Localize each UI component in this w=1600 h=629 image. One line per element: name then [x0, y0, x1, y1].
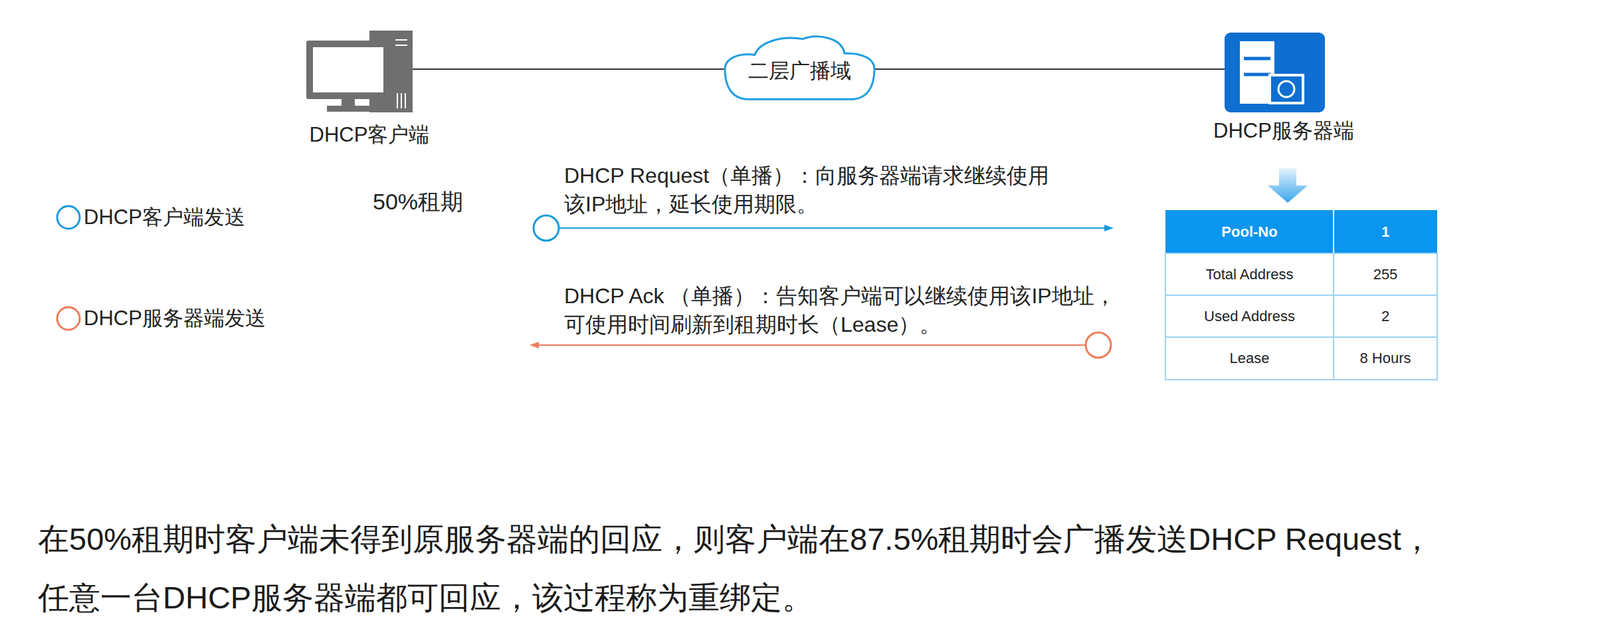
table-cell: Total Address [1165, 253, 1334, 296]
down-arrow [1267, 168, 1308, 203]
request-start-circle [533, 215, 559, 241]
tower-vent [396, 93, 399, 109]
legend-entry: DHCP服务器端发送 [83, 306, 266, 331]
cloud-outline-path [724, 36, 875, 100]
server-drawer [1243, 73, 1271, 77]
request-arrow-line [558, 227, 1106, 229]
node-label: 二层广播域 [748, 59, 852, 84]
node-label: DHCP服务器端 [1213, 118, 1355, 143]
legend-text: DHCP客户端发送 [83, 205, 246, 229]
table-cell: Used Address [1165, 295, 1334, 337]
lease-table [1165, 209, 1438, 380]
table-header-divider [1332, 209, 1335, 254]
pc-monitor [306, 40, 391, 100]
ack-message: DHCP Ack （单播）：告知客户端可以继续使用该IP地址， 可使用时间刷新到… [564, 281, 1216, 339]
legend-circle [57, 205, 80, 229]
table-cell: 255 [1333, 253, 1438, 296]
server-node: DHCP服务器端 [1224, 32, 1325, 113]
node-label: DHCP客户端 [309, 122, 430, 147]
computer-icon [306, 30, 413, 113]
table-cell: Lease [1165, 336, 1334, 380]
table-cell-frame [1165, 253, 1334, 296]
network-link [412, 68, 725, 70]
network-link [874, 68, 1226, 70]
table-cell-frame [1165, 295, 1334, 337]
ack-arrow-head [529, 341, 539, 349]
table-cell: 2 [1333, 295, 1438, 337]
request-arrow-head [1104, 224, 1114, 232]
server-drawer [1243, 57, 1271, 61]
legend-circle [57, 306, 80, 330]
broadcast-cloud: 二层广播域 [724, 33, 875, 105]
pc-stand [341, 99, 355, 106]
table-cell: 8 Hours [1333, 336, 1438, 380]
table-header-cell [1333, 209, 1438, 254]
tower-vent [400, 93, 402, 109]
server-badge [1269, 75, 1303, 103]
caption-text: 在50%租期时客户端未得到原服务器端的回应，则客户端在87.5%租期时会广播发送… [37, 509, 1567, 627]
request-message: DHCP Request（单播）：向服务器端请求继续使用 该IP地址，延长使用期… [564, 161, 1149, 219]
pc-base [326, 105, 370, 112]
client-node: DHCP客户端 [306, 30, 413, 113]
lease-percent: 50%租期 [372, 186, 464, 216]
server-tile [1224, 32, 1325, 113]
table-cell-frame [1333, 336, 1438, 380]
server-icon [1224, 32, 1325, 113]
tower-vent [404, 93, 406, 109]
tower-detail [395, 44, 408, 46]
server-badge-ring [1278, 81, 1295, 98]
table-cell-frame [1333, 253, 1438, 296]
table-header-cell [1165, 209, 1334, 254]
tower-detail [395, 39, 408, 41]
table-cell-frame [1165, 336, 1334, 380]
legend-entry: DHCP客户端发送 [83, 205, 246, 230]
legend-text: DHCP服务器端发送 [83, 306, 266, 330]
table-header: Pool-No [1165, 209, 1334, 254]
pc-screen [312, 47, 384, 93]
ack-arrow-line [537, 344, 1086, 346]
table-cell-frame [1333, 295, 1438, 337]
table-header: 1 [1333, 209, 1438, 254]
ack-start-circle [1085, 332, 1111, 358]
